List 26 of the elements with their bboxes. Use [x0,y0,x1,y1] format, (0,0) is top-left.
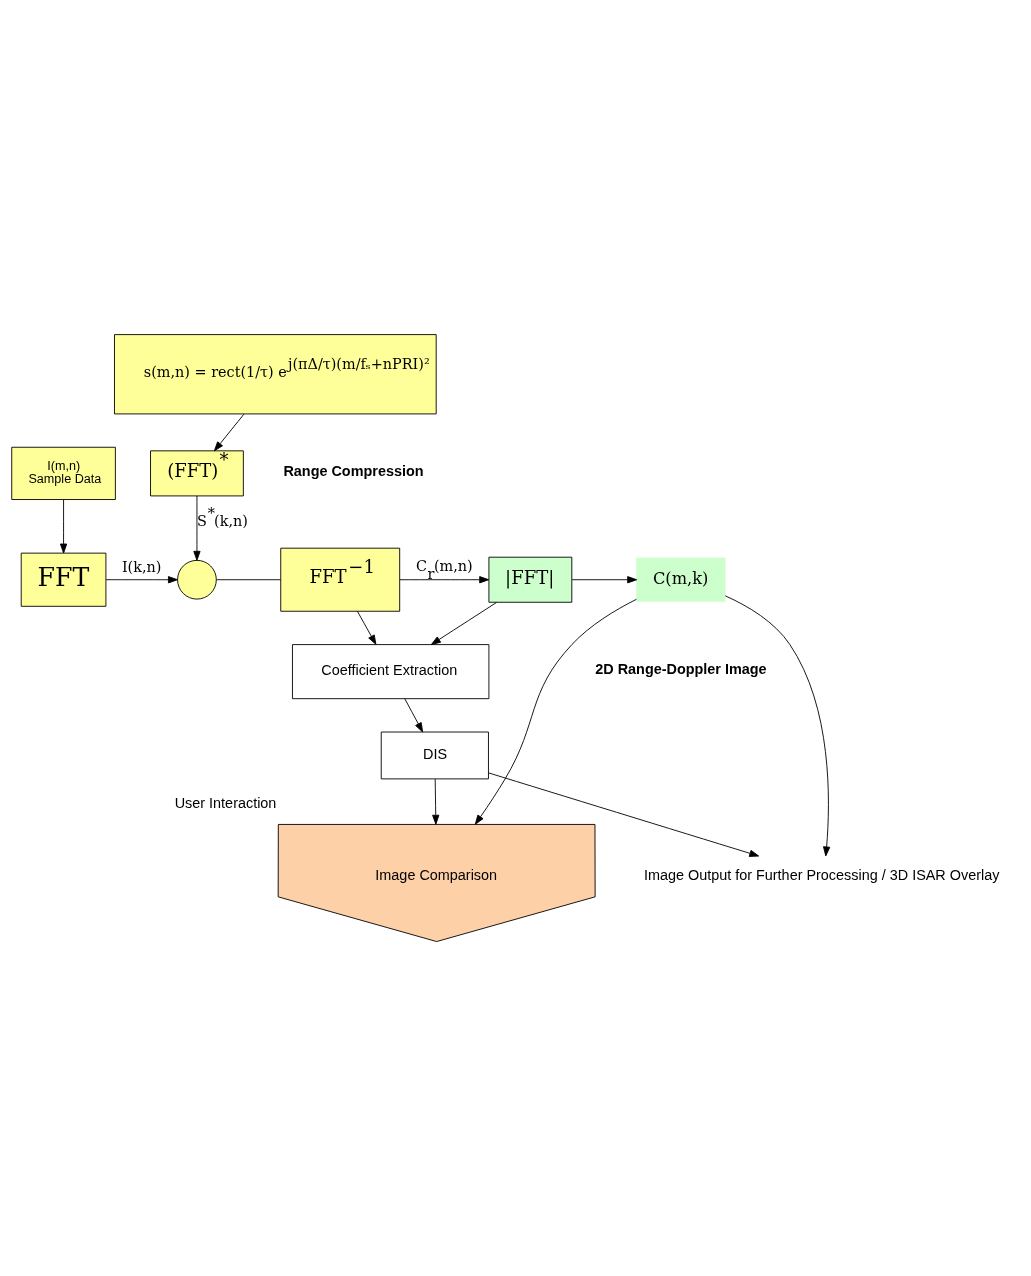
node-box: DIS [380,731,489,780]
node-text: Image Output for Further Processing / 3D ISAR Overlay [643,867,1000,884]
node-box: I(m,n) Sample Data [11,446,116,500]
node-box: |FFT| [488,556,573,603]
node-circle [177,559,217,600]
arrow [474,598,637,825]
node-box: FFT [20,552,107,607]
arrow [59,499,68,554]
arrow [571,576,638,584]
node-box: C(m,k) [636,557,726,602]
arrow [488,772,760,857]
connector [216,579,281,581]
label: 2D Range-Doppler Image [595,661,767,678]
node-label: User Interaction [174,794,277,811]
arrow [357,610,377,645]
arrow [213,413,245,452]
arrow [193,495,201,561]
arrow [432,778,440,825]
arrow [105,576,178,584]
edge-label: I(k,n) [121,559,162,576]
node-box: Coefficient Extraction [292,644,490,700]
arrow [399,576,490,584]
arrow [724,595,831,857]
arrow [404,698,424,733]
arrow [430,602,497,645]
label: Range Compression [283,462,424,479]
